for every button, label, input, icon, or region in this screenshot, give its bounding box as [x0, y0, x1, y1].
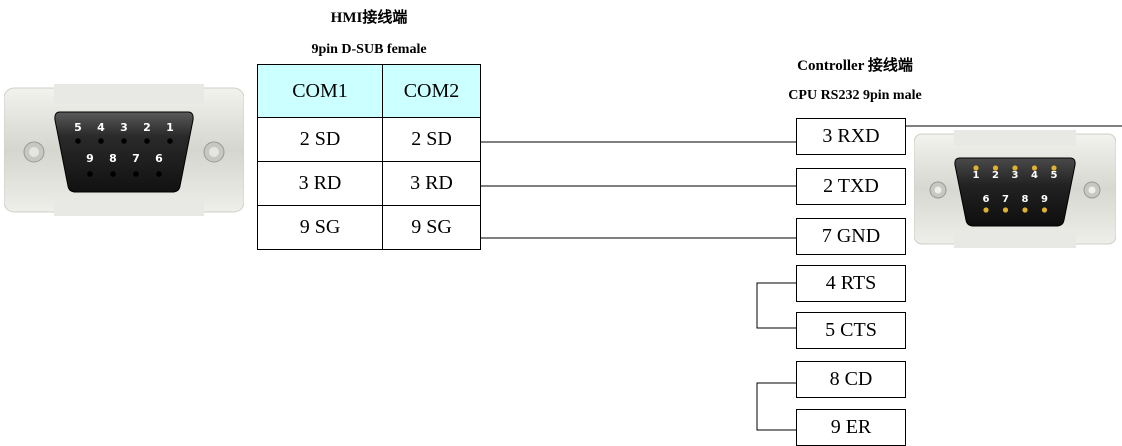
hmi-connector-pin-label: 5	[74, 121, 82, 134]
col-header-com1: COM1	[257, 64, 383, 118]
controller-connector-pin-label: 4	[1031, 170, 1038, 181]
controller-connector-pin	[1022, 207, 1028, 213]
controller-connector-pin	[1012, 165, 1018, 171]
hmi-connector-pin-hole	[110, 171, 116, 177]
jumper-rts-cts	[756, 282, 796, 329]
hmi-connector-pin-hole	[75, 138, 81, 144]
hmi-com2-pin: 9 SG	[382, 205, 481, 250]
controller-connector-pin-label: 1	[973, 170, 980, 181]
hmi-table-header: COM1 COM2	[257, 64, 481, 118]
controller-connector-pin	[992, 165, 999, 171]
hmi-subtitle: 9pin D-SUB female	[311, 42, 427, 57]
hmi-connector-pin-hole	[121, 138, 127, 144]
hmi-com2-pin: 3 RD	[382, 161, 481, 206]
controller-pin-cts: 5 CTS	[796, 312, 906, 349]
table-row: 2 SD 2 SD	[257, 117, 481, 162]
controller-connector-pin	[973, 165, 979, 171]
controller-pin-txd: 2 TXD	[796, 168, 906, 205]
hmi-connector-pin-label: 1	[166, 121, 174, 134]
controller-connector-pin	[1031, 165, 1038, 171]
controller-connector-pin	[1051, 165, 1057, 171]
hmi-connector-pin-hole	[167, 138, 173, 144]
hmi-connector-pin-hole	[133, 171, 139, 177]
hmi-connector-pin-hole	[156, 171, 162, 177]
table-row: 3 RD 3 RD	[257, 161, 481, 206]
controller-pin-rts: 4 RTS	[796, 265, 906, 302]
controller-pin-rxd: 3 RXD	[796, 118, 906, 155]
controller-connector-pin-label: 8	[1022, 194, 1029, 205]
controller-pin-gnd: 7 GND	[796, 218, 906, 255]
hmi-connector-pin-label: 3	[120, 121, 128, 134]
controller-connector-pin-label: 2	[992, 170, 999, 181]
controller-connector-pin-label: 7	[1002, 194, 1009, 205]
hmi-db9-female-connector: 5 4 3 2 1 9 8 7 6	[3, 84, 245, 216]
controller-connector-pin-label: 9	[1041, 194, 1048, 205]
hmi-connector-pin-label: 2	[143, 121, 151, 134]
col-header-com2: COM2	[382, 64, 481, 118]
controller-subtitle: CPU RS232 9pin male	[788, 88, 922, 103]
hmi-title: HMI接线端	[330, 10, 408, 26]
hmi-connector-pin-label: 6	[155, 152, 163, 165]
hmi-connector-pin-hole	[144, 138, 150, 144]
hmi-com2-pin: 2 SD	[382, 117, 481, 162]
controller-connector-pin-label: 5	[1051, 170, 1058, 181]
controller-title: Controller 接线端	[797, 58, 913, 74]
hmi-connector-pin-label: 4	[97, 121, 105, 134]
hmi-com1-pin: 9 SG	[257, 205, 383, 250]
controller-connector-pin	[1041, 207, 1048, 213]
controller-pin-er: 9 ER	[796, 409, 906, 446]
controller-connector-pin	[1002, 207, 1009, 213]
hmi-com1-pin: 2 SD	[257, 117, 383, 162]
jumper-cd-er	[756, 382, 796, 431]
controller-pin-cd: 8 CD	[796, 361, 906, 398]
hmi-connector-pin-label: 8	[109, 152, 117, 165]
hmi-connector-pin-hole	[98, 138, 104, 144]
controller-connector-pin-label: 6	[983, 194, 990, 205]
controller-db9-male-connector: 1 2 3 4 5 6 7 8 9	[913, 130, 1117, 248]
hmi-connector-pin-label: 7	[132, 152, 140, 165]
controller-connector-pin	[983, 207, 989, 213]
hmi-connector-pin-label: 9	[86, 152, 94, 165]
hmi-connector-pin-hole	[87, 171, 93, 177]
table-row: 9 SG 9 SG	[257, 205, 481, 250]
controller-connector-pin-label: 3	[1012, 170, 1019, 181]
hmi-pin-table: COM1 COM2 2 SD 2 SD 3 RD 3 RD 9 SG 9 SG	[257, 64, 481, 250]
